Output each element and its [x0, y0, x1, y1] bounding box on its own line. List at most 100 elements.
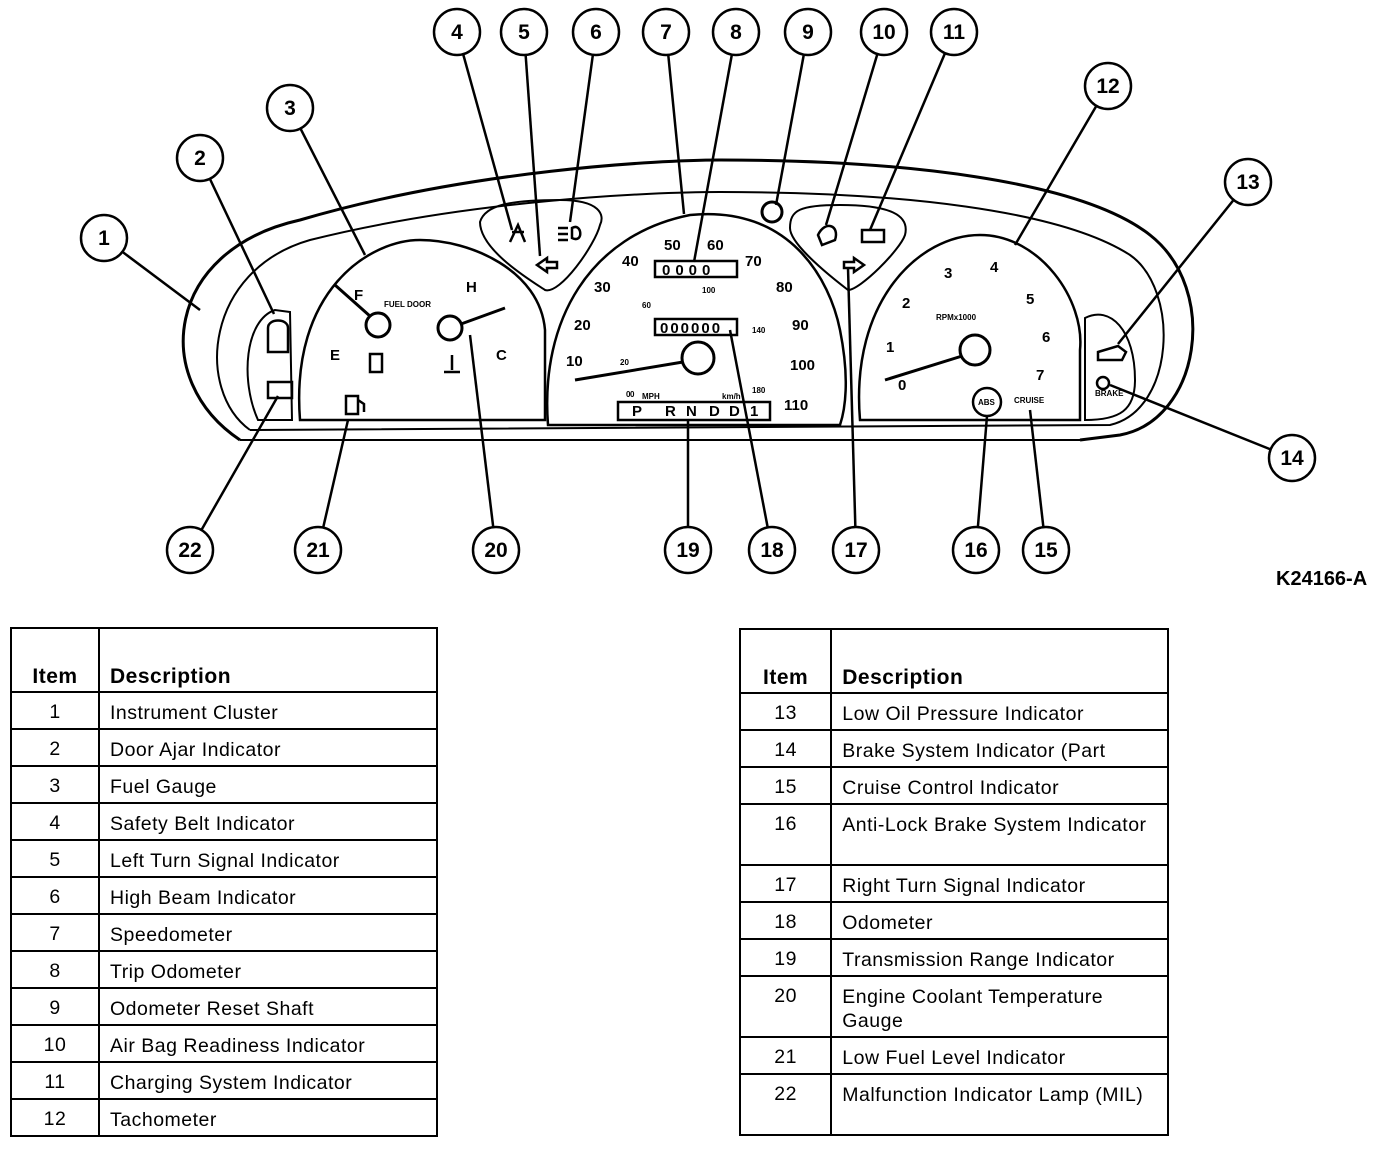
- callout-number-4: 4: [451, 21, 463, 44]
- abs-label: ABS: [978, 398, 996, 407]
- item-number: 9: [10, 987, 100, 1026]
- callout-circle-19: [663, 525, 713, 575]
- callout-circle-17: [831, 525, 881, 575]
- item-description: Trip Odometer: [98, 950, 438, 989]
- item-description: Door Ajar Indicator: [98, 728, 438, 767]
- item-number: 13: [738, 692, 833, 731]
- callout-circle-10: [859, 7, 909, 57]
- callout-circle-5: [499, 7, 549, 57]
- mil-indicator: [266, 380, 294, 400]
- callout-number-6: 6: [590, 21, 602, 44]
- item-number: 21: [738, 1036, 833, 1075]
- item-description: Engine Coolant Temperature Gauge: [830, 975, 1169, 1038]
- prnd-letter: N: [686, 403, 697, 420]
- callout-circle-3: [265, 83, 315, 133]
- prnd-letter: D: [729, 403, 740, 420]
- callout-leader-2: [198, 157, 276, 315]
- item-description: Charging System Indicator: [98, 1061, 438, 1100]
- callout-circle-6: [571, 7, 621, 57]
- kmh-unit: km/h: [722, 392, 741, 401]
- low-fuel-icon: [344, 394, 366, 416]
- callout-number-17: 17: [844, 539, 867, 562]
- item-description: Cruise Control Indicator: [830, 766, 1169, 805]
- callout-circle-22: [165, 525, 215, 575]
- fuel-temp-gauge-face: [297, 238, 547, 422]
- tach-label: RPMx1000: [936, 313, 977, 322]
- temp-hot-mark: H: [466, 279, 477, 296]
- callout-number-9: 9: [802, 21, 814, 44]
- left-turn-arrow-icon: [534, 255, 559, 275]
- kmh-tick-label: 0: [630, 390, 635, 399]
- callout-number-11: 11: [943, 21, 966, 44]
- callout-leader-13: [1117, 181, 1249, 345]
- fuel-full-mark: F: [354, 287, 363, 304]
- callout-circle-1: [79, 213, 129, 263]
- callout-circle-4: [432, 7, 482, 57]
- callout-circle-20: [471, 525, 521, 575]
- callout-circle-16: [951, 525, 1001, 575]
- item-number: 15: [738, 766, 833, 805]
- figure-id: K24166-A: [1276, 568, 1367, 590]
- callout-number-22: 22: [178, 539, 201, 562]
- tach-tick-label: 5: [1026, 291, 1034, 308]
- item-number: 10: [10, 1024, 100, 1063]
- item-description: Left Turn Signal Indicator: [98, 839, 438, 878]
- item-description: Fuel Gauge: [98, 765, 438, 804]
- callout-circle-15: [1021, 525, 1071, 575]
- item-number: 3: [10, 765, 100, 804]
- speed-tick-label: 50: [664, 237, 681, 254]
- temp-cold-mark: C: [496, 347, 507, 364]
- tach-needle-hub: [958, 333, 992, 367]
- item-number: 16: [738, 803, 833, 866]
- temp-needle-hub: [436, 314, 464, 342]
- callout-number-1: 1: [98, 227, 110, 250]
- warning-pod-right: [788, 203, 907, 292]
- speed-tick-label: 70: [745, 253, 762, 270]
- item-description: Instrument Cluster: [98, 691, 438, 730]
- trip-odometer-window: [653, 259, 739, 279]
- callout-leader-4: [455, 31, 514, 231]
- callout-number-14: 14: [1280, 447, 1304, 470]
- item-number: 8: [10, 950, 100, 989]
- speed-tick-label: 60: [707, 237, 724, 254]
- cluster-inner-outline: [216, 190, 1165, 431]
- brake-icon: [1095, 375, 1111, 391]
- callout-number-16: 16: [964, 539, 987, 562]
- brake-label: BRAKE: [1095, 389, 1124, 398]
- item-number: 2: [10, 728, 100, 767]
- callout-number-21: 21: [306, 539, 330, 562]
- instrument-cluster-diagram: FUEL DOOR F E H C 0000 000000 MPH km/h 0…: [79, 7, 1367, 590]
- callout-circle-13: [1223, 157, 1273, 207]
- item-number: 5: [10, 839, 100, 878]
- item-description: High Beam Indicator: [98, 876, 438, 915]
- callout-number-19: 19: [676, 539, 699, 562]
- battery-icon: [860, 228, 886, 244]
- item-description: Transmission Range Indicator: [830, 938, 1169, 977]
- tach-tick-label: 2: [902, 295, 910, 312]
- kmh-tick-label: 100: [702, 286, 716, 295]
- callout-number-15: 15: [1034, 539, 1058, 562]
- tach-tick-label: 1: [886, 339, 894, 356]
- item-number: 19: [738, 938, 833, 977]
- callout-circle-2: [175, 133, 225, 183]
- tachometer-face: [857, 233, 1082, 422]
- tach-tick-label: 3: [944, 265, 952, 282]
- callout-leader-5: [522, 31, 542, 257]
- speed-zero: 0: [626, 390, 631, 399]
- item-description: Right Turn Signal Indicator: [830, 864, 1169, 903]
- speedometer-face: [545, 212, 848, 427]
- description-header: Description: [830, 628, 1169, 694]
- fuel-pump-icon: [368, 352, 384, 374]
